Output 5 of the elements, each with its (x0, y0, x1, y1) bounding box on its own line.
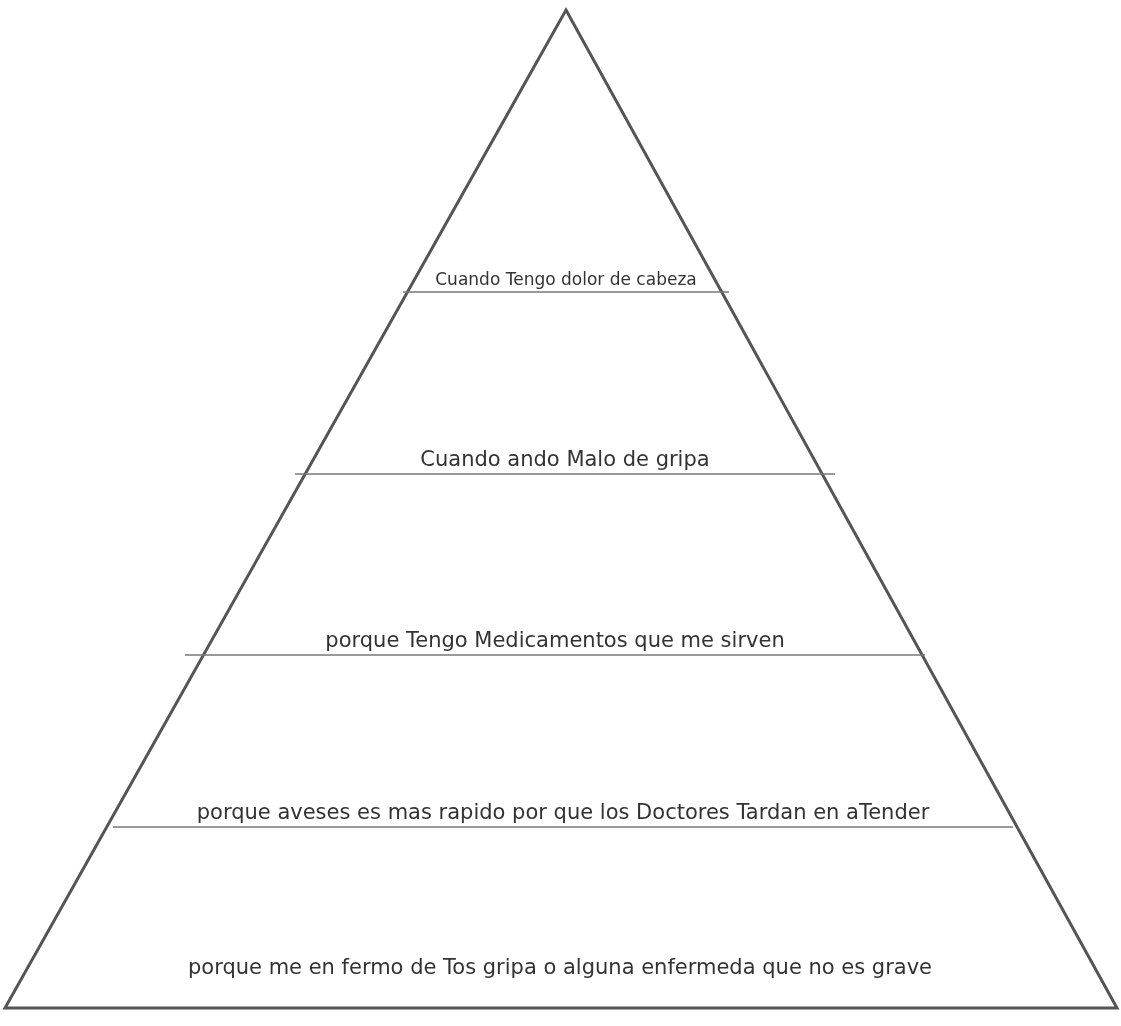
level-text: porque Tengo Medicamentos que me sirven (324, 627, 786, 653)
level-text: Cuando ando Malo de gripa (419, 446, 711, 472)
level-text: porque me en fermo de Tos gripa o alguna enfermeda que no es grave (186, 954, 934, 980)
level-text: porque aveses es mas rapido por que los Doctores Tardan en aTender (195, 799, 931, 825)
level-text: Cuando Tengo dolor de cabeza (434, 268, 698, 291)
